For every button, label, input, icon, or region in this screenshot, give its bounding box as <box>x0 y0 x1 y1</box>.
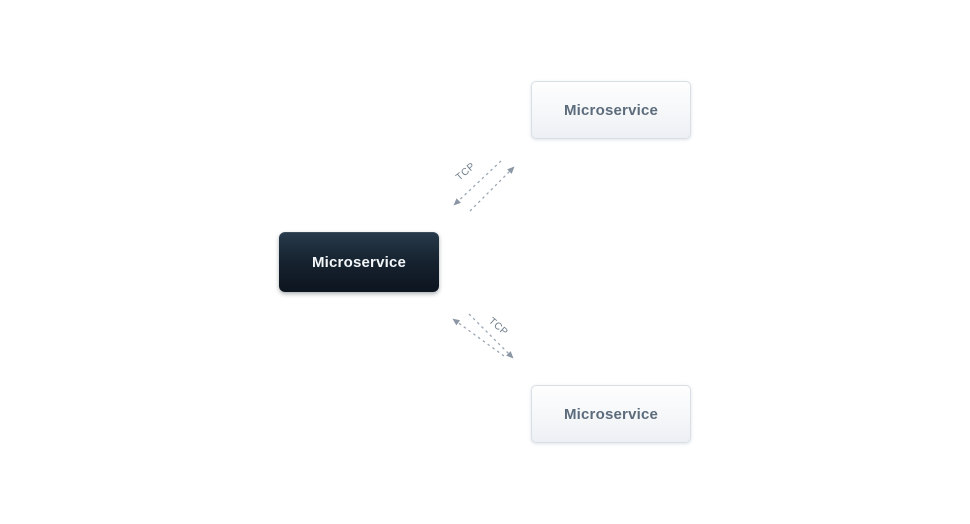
node-microservice-top[interactable]: Microservice <box>531 81 691 139</box>
arrow-to-microservice-top <box>469 166 515 212</box>
node-microservice-top-label: Microservice <box>563 101 659 119</box>
arrow-to-microservice-bottom <box>468 313 514 359</box>
arrow-to-main-bottom <box>452 318 505 357</box>
node-microservice-main[interactable]: Microservice <box>279 232 439 292</box>
arrow-to-main-top <box>453 160 502 206</box>
node-microservice-bottom-label: Microservice <box>563 405 659 423</box>
node-microservice-bottom[interactable]: Microservice <box>531 385 691 443</box>
tcp-link-bottom <box>452 313 514 359</box>
node-microservice-main-label: Microservice <box>311 253 407 271</box>
tcp-link-top <box>453 160 515 212</box>
